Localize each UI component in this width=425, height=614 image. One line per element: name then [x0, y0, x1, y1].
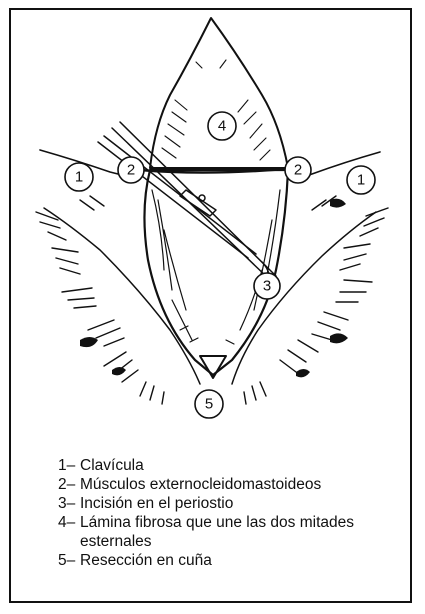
right-muscle-shading	[244, 196, 388, 404]
callout-3-label: 3	[263, 278, 271, 295]
legend-number: 4–	[58, 513, 80, 551]
callout-2-left-label: 2	[127, 162, 135, 179]
legend-text: Clavícula	[80, 456, 403, 475]
callout-5-label: 5	[205, 396, 213, 413]
legend-list: 1– Clavícula 2– Músculos externocleidoma…	[58, 456, 403, 570]
legend-text: Lámina fibrosa que une las dos mitades e…	[80, 513, 403, 551]
legend-item: 5– Resección en cuña	[58, 551, 403, 570]
callout-1-right-label: 1	[357, 172, 365, 189]
callout-4-label: 4	[218, 118, 226, 135]
legend-number: 1–	[58, 456, 80, 475]
fibrous-lamina-outline	[150, 18, 288, 168]
lamina-hatching	[162, 60, 270, 160]
legend-number: 5–	[58, 551, 80, 570]
legend-number: 3–	[58, 494, 80, 513]
legend-item: 1– Clavícula	[58, 456, 403, 475]
left-wound-edge	[44, 208, 200, 384]
legend-text: Músculos externocleidomastoideos	[80, 475, 403, 494]
sternum-hatching	[152, 190, 280, 344]
legend-text: Resección en cuña	[80, 551, 403, 570]
legend-item: 4– Lámina fibrosa que une las dos mitade…	[58, 513, 403, 551]
legend-text: Incisión en el periostio	[80, 494, 403, 513]
surgical-illustration: 1 2 4 2 1 3 5	[0, 0, 425, 450]
legend-item: 3– Incisión en el periostio	[58, 494, 403, 513]
callout-1-left-label: 1	[75, 169, 83, 186]
surgical-scissors	[98, 122, 276, 295]
callout-2-right-label: 2	[294, 162, 302, 179]
legend-number: 2–	[58, 475, 80, 494]
legend-item: 2– Músculos externocleidomastoideos	[58, 475, 403, 494]
